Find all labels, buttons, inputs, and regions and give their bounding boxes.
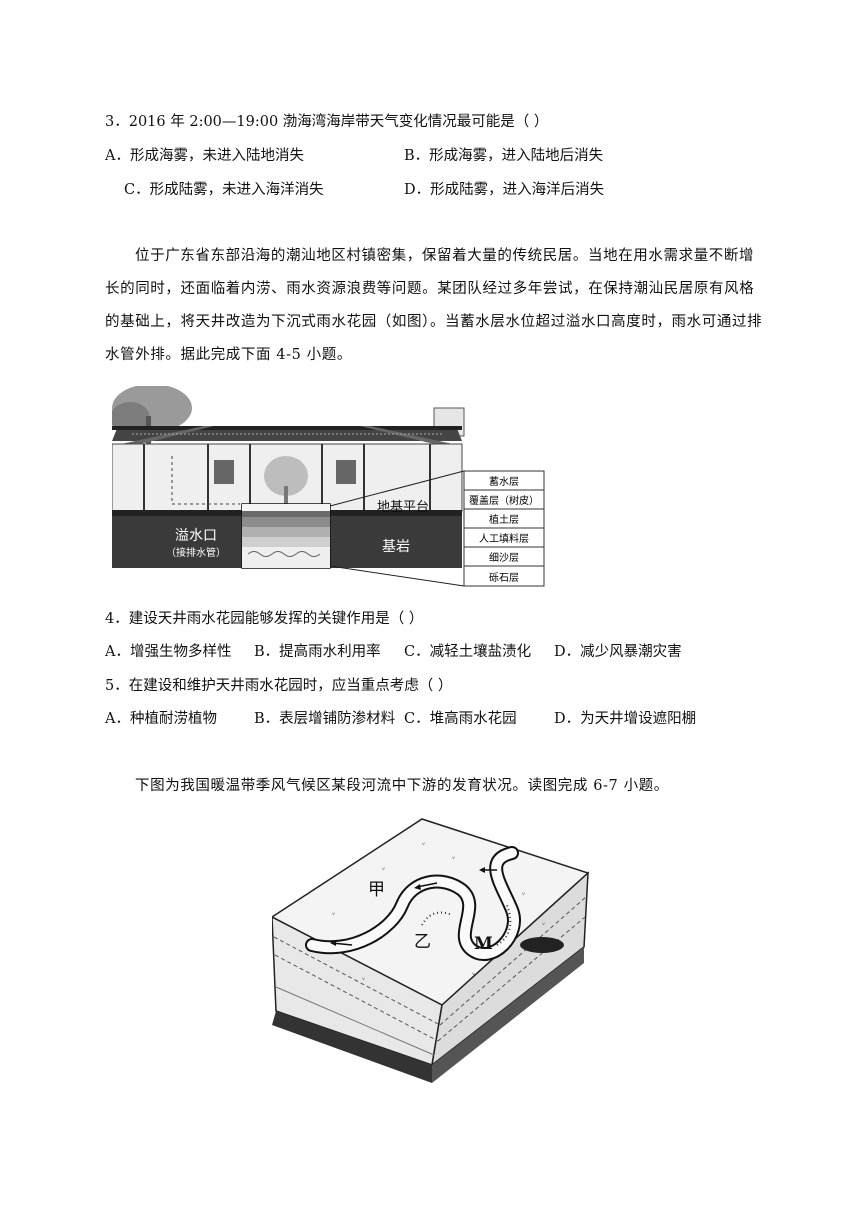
q3-stem: 3．2016 年 2:00—19:00 渤海湾海岸带天气变化情况最可能是（ ） [105, 114, 549, 130]
layer-label-2: 覆盖层（树皮） [469, 494, 539, 507]
ground-platform-label: 地基平台 [377, 500, 429, 515]
overflow-sublabel: （接排水管） [166, 546, 226, 559]
q4-option-a: A．增强生物多样性 [105, 644, 232, 660]
svg-text:ᵥ: ᵥ [332, 908, 335, 917]
rain-garden-figure: 蓄水层 覆盖层（树皮） 植土层 人工填料层 细沙层 砾石层 地基平台 溢水口 （… [112, 386, 545, 587]
label-yi: 乙 [414, 932, 431, 952]
layer-label-5: 细沙层 [489, 551, 519, 564]
q4-option-b: B．提高雨水利用率 [254, 644, 381, 660]
q5-option-d: D．为天井增设遮阳棚 [554, 711, 697, 727]
passage-4-5: 位于广东省东部沿海的潮汕地区村镇密集，保留着大量的传统民居。当地在用水需求量不断… [105, 240, 765, 372]
q5-option-b: B．表层增铺防渗材料 [254, 711, 396, 727]
river-block-diagram: ᵥ ᵥ ᵥ ᵥ ᵥ ᵥ ᵥ ᵥ 甲 乙 M [272, 818, 590, 1083]
layer-label-4: 人工填料层 [479, 532, 529, 545]
label-jia: 甲 [368, 880, 385, 900]
bedrock-label: 基岩 [382, 538, 410, 555]
svg-text:ᵥ: ᵥ [472, 968, 475, 977]
svg-text:ᵥ: ᵥ [382, 863, 385, 872]
q3-option-b: B．形成海雾，进入陆地后消失 [404, 148, 604, 164]
layer-label-3: 植土层 [489, 513, 519, 526]
q4-stem: 4．建设天井雨水花园能够发挥的关键作用是（ ） [105, 611, 424, 627]
passage-6-7: 下图为我国暖温带季风气候区某段河流中下游的发育状况。读图完成 6-7 小题。 [135, 778, 669, 794]
passage-4-5-text: 位于广东省东部沿海的潮汕地区村镇密集，保留着大量的传统民居。当地在用水需求量不断… [105, 248, 763, 363]
q4-option-d: D．减少风暴潮灾害 [554, 644, 682, 660]
q5-stem: 5．在建设和维护天井雨水花园时，应当重点考虑（ ） [105, 678, 453, 694]
layer-label-1: 蓄水层 [489, 476, 519, 488]
label-m: M [474, 934, 493, 954]
svg-text:ᵥ: ᵥ [452, 852, 455, 861]
overflow-label: 溢水口 [175, 528, 217, 544]
q4-option-c: C．减轻土壤盐渍化 [404, 644, 532, 660]
q3-option-a: A．形成海雾，未进入陆地消失 [105, 148, 304, 164]
q5-option-a: A．种植耐涝植物 [105, 711, 217, 727]
q3-option-c: C．形成陆雾，未进入海洋消失 [124, 182, 324, 198]
svg-text:ᵥ: ᵥ [422, 838, 425, 847]
roof [112, 426, 462, 446]
svg-text:ᵥ: ᵥ [362, 973, 365, 982]
tree-illustration [112, 386, 192, 446]
svg-text:ᵥ: ᵥ [542, 918, 545, 927]
q5-option-c: C．堆高雨水花园 [404, 711, 517, 727]
q3-option-d: D．形成陆雾，进入海洋后消失 [404, 182, 605, 198]
layer-label-6: 砾石层 [489, 571, 519, 584]
layer-legend: 蓄水层 覆盖层（树皮） 植土层 人工填料层 细沙层 砾石层 [463, 470, 545, 587]
svg-text:ᵥ: ᵥ [522, 888, 525, 897]
